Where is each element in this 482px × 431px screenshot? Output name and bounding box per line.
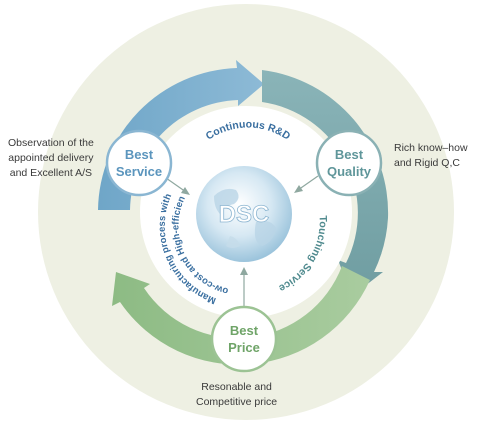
arrow-price-to-center (240, 267, 248, 312)
note-quality-line: and Rigid Q,C (394, 157, 460, 169)
arrow-quality-to-center (294, 175, 319, 193)
node-price-line2: Price (228, 340, 260, 355)
note-price-line: Resonable and (201, 381, 272, 393)
note-quality: Rich know–how and Rigid Q,C (394, 141, 468, 171)
node-best-service: Best Service (105, 129, 173, 197)
node-service-line2: Service (116, 164, 162, 179)
note-service: Observation of the appointed delivery an… (8, 136, 94, 181)
node-best-quality: Best Quality (315, 129, 383, 197)
arrow-service-to-center (165, 177, 190, 195)
center-label: DSC (219, 201, 270, 228)
note-service-line: appointed delivery (8, 152, 94, 164)
teal-arrow (262, 70, 389, 296)
node-price-line1: Best (230, 323, 259, 338)
node-quality-line1: Best (335, 147, 364, 162)
note-price: Resonable and Competitive price (196, 380, 277, 410)
note-quality-line: Rich know–how (394, 142, 468, 154)
note-price-line: Competitive price (196, 396, 278, 408)
node-quality-line2: Quality (327, 164, 372, 179)
globe-icon (196, 166, 292, 262)
node-service-line1: Best (125, 147, 154, 162)
note-service-line: Observation of the (8, 137, 94, 149)
green-arrow (112, 266, 370, 365)
node-best-price: Best Price (210, 305, 278, 373)
blue-arrow (98, 60, 264, 210)
note-service-line: and Excellent A/S (9, 167, 93, 179)
